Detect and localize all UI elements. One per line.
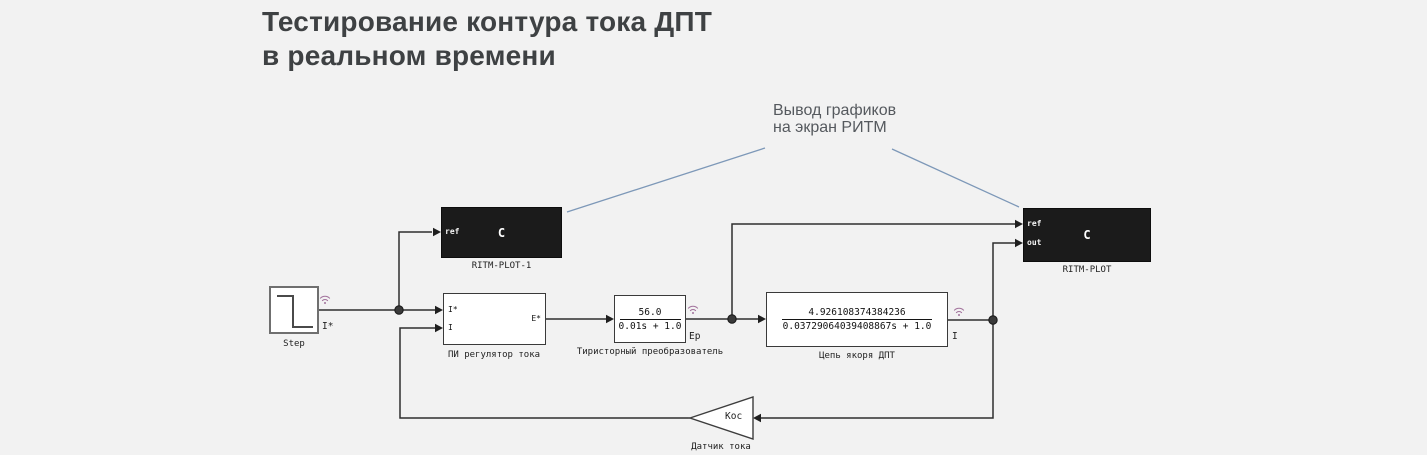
wifi-icon-armature (953, 307, 965, 316)
page-title-line1: Тестирование контура тока ДПТ (262, 6, 713, 37)
signal-label-i: I (952, 331, 958, 342)
pi-regulator-block[interactable]: I* I E* (443, 293, 546, 345)
ritm-screen-char: C (1083, 228, 1091, 242)
wifi-icon-step (319, 295, 331, 304)
thyristor-converter-label: Тиристорный преобразователь (576, 347, 724, 357)
ritm1-screen-char: C (497, 226, 506, 240)
annotation-line-left (566, 147, 766, 213)
arrow-ritm-ref (1015, 219, 1023, 229)
ritm-plot-1-label: RITM-PLOT-1 (471, 261, 532, 271)
arrow-armature-in (758, 314, 766, 324)
armature-tf-denominator: 0.03729064039408867s + 1.0 (782, 321, 932, 332)
signal-label-ep: Ep (689, 331, 701, 342)
step-block-label: Step (283, 339, 305, 349)
thyristor-converter-block[interactable]: 56.0 0.01s + 1.0 (614, 295, 686, 343)
armature-tf-numerator: 4.926108374384236 (808, 307, 906, 318)
ritm-plot-1-block[interactable]: ref C (441, 207, 562, 258)
pi-output-label: E* (531, 314, 541, 323)
arrow-ritm-out (1015, 238, 1023, 248)
step-block[interactable] (269, 286, 319, 334)
thyristor-tf-denominator: 0.01s + 1.0 (618, 320, 682, 332)
junction-armature-output (988, 315, 998, 325)
armature-circuit-label: Цепь якоря ДПТ (819, 351, 895, 361)
wire-junction-to-ritm-out (992, 242, 1016, 320)
junction-step-output (394, 305, 404, 315)
signal-label-iref: I* (322, 321, 334, 332)
page-title: Тестирование контура тока ДПТ в реальном… (262, 5, 712, 73)
current-sensor-block[interactable] (687, 396, 754, 440)
armature-tf-fraction-bar (782, 319, 932, 320)
step-signal-icon (277, 295, 313, 328)
annotation-line-right (891, 148, 1020, 208)
arrow-pi-in2 (435, 323, 443, 333)
armature-circuit-block[interactable]: 4.926108374384236 0.03729064039408867s +… (766, 292, 948, 347)
arrow-thyristor-in (606, 314, 614, 324)
junction-thyristor-output (727, 314, 737, 324)
annotation-line2: на экран РИТМ (773, 118, 887, 136)
pi-input-feedback-label: I (448, 323, 453, 332)
ritm-plot-label: RITM-PLOT (1062, 265, 1112, 275)
ritm-ref-port-label: ref (1027, 219, 1042, 228)
annotation-text: Вывод графиков на экран РИТМ (773, 102, 897, 136)
wire-junction-to-ritm1-ref (398, 231, 432, 310)
current-sensor-label: Датчик тока (691, 442, 751, 452)
ritm1-ref-port-label: ref (445, 227, 460, 236)
pi-input-ref-label: I* (448, 305, 458, 314)
arrow-ritm1-ref (433, 227, 441, 237)
page-title-line2: в реальном времени (262, 40, 556, 71)
arrow-pi-in1 (435, 305, 443, 315)
wifi-icon-thyristor (687, 305, 699, 314)
arrow-sensor-in (753, 413, 761, 423)
thyristor-tf-fraction-bar (619, 318, 681, 320)
annotation-line1: Вывод графиков (773, 102, 897, 119)
ritm-plot-block[interactable]: ref out C (1023, 208, 1151, 262)
pi-regulator-label: ПИ регулятор тока (447, 350, 541, 360)
current-sensor-gain-label: Кос (725, 411, 743, 422)
ritm-out-port-label: out (1027, 238, 1042, 247)
thyristor-tf-numerator: 56.0 (638, 306, 662, 318)
